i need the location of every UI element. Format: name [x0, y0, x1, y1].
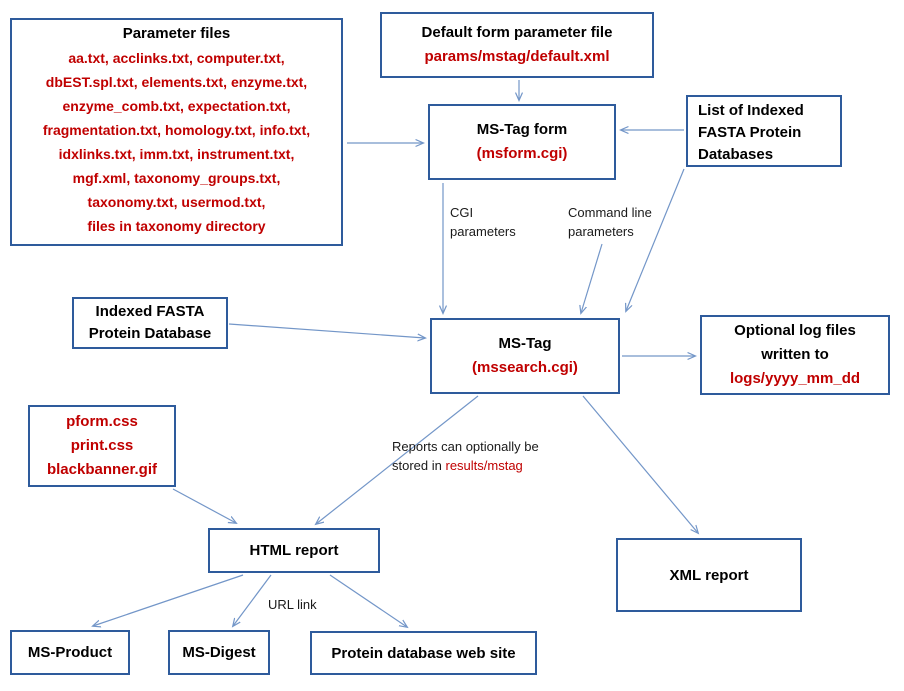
arrow-static-files-to-html-report	[172, 488, 236, 523]
static-file-line: blackbanner.gif	[46, 461, 158, 478]
fasta-list-line: List of Indexed	[698, 102, 804, 119]
reports-note-line2-black: stored in	[392, 458, 446, 473]
arrow-command-line-to-mstag	[581, 243, 603, 313]
default-form-parameter-node: Default form parameter file params/mstag…	[380, 12, 654, 78]
xml-report-title: XML report	[669, 566, 749, 584]
parameter-file-line: mgf.xml, taxonomy_groups.txt,	[72, 170, 281, 186]
reports-note-label: Reports can optionally be stored in resu…	[392, 437, 539, 475]
xml-report-node: XML report	[616, 538, 802, 612]
protein-db-site-node: Protein database web site	[310, 631, 537, 675]
log-files-line2: written to	[761, 346, 829, 363]
parameter-file-line: idxlinks.txt, imm.txt, instrument.txt,	[58, 146, 295, 162]
mstag-form-script: (msform.cgi)	[476, 145, 568, 162]
log-files-line1: Optional log files	[734, 322, 856, 339]
ms-product-node: MS-Product	[10, 630, 130, 675]
log-files-node: Optional log files written to logs/yyyy_…	[700, 315, 890, 395]
mstag-script: (mssearch.cgi)	[472, 359, 578, 376]
parameter-file-line: dbEST.spl.txt, elements.txt, enzyme.txt,	[45, 74, 308, 90]
protein-db-site-title: Protein database web site	[331, 644, 516, 662]
url-link-label: URL link	[268, 597, 317, 612]
default-form-title: Default form parameter file	[421, 24, 613, 41]
mstag-form-node: MS-Tag form (msform.cgi)	[428, 104, 616, 180]
cgi-parameters-line1: CGI	[450, 205, 474, 220]
command-line-line1: Command line	[568, 205, 652, 220]
command-line-line2: parameters	[568, 224, 634, 239]
arrow-html-report-to-ms-product	[93, 574, 244, 626]
parameter-files-node: Parameter files aa.txt, acclinks.txt, co…	[10, 18, 343, 246]
parameter-file-line: files in taxonomy directory	[87, 218, 266, 234]
html-report-title: HTML report	[249, 542, 339, 559]
fasta-list-line: FASTA Protein	[698, 124, 802, 141]
ms-digest-title: MS-Digest	[182, 644, 256, 661]
parameter-file-line: aa.txt, acclinks.txt, computer.txt,	[68, 50, 285, 66]
cgi-parameters-label: CGI parameters	[450, 203, 516, 241]
parameter-file-line: taxonomy.txt, usermod.txt,	[87, 194, 266, 210]
command-line-parameters-label: Command line parameters	[568, 203, 652, 241]
indexed-fasta-line: Protein Database	[88, 325, 212, 342]
parameter-file-line: fragmentation.txt, homology.txt, info.tx…	[42, 122, 311, 138]
arrow-html-report-to-ms-digest	[233, 574, 272, 626]
fasta-list-node: List of Indexed FASTA Protein Databases	[686, 95, 842, 167]
parameter-file-line: enzyme_comb.txt, expectation.txt,	[62, 98, 291, 114]
parameter-files-title: Parameter files	[122, 25, 231, 42]
fasta-list-line: Databases	[698, 146, 774, 163]
mstag-title: MS-Tag	[498, 335, 552, 352]
arrow-html-report-to-protein-db-site	[329, 574, 407, 627]
ms-product-title: MS-Product	[27, 644, 113, 661]
ms-digest-node: MS-Digest	[168, 630, 270, 675]
reports-note-line2-red: results/mstag	[445, 458, 523, 473]
reports-note-line1: Reports can optionally be	[392, 439, 539, 454]
arrow-indexed-fasta-to-mstag	[228, 323, 425, 338]
static-files-node: pform.css print.css blackbanner.gif	[28, 405, 176, 487]
default-form-path: params/mstag/default.xml	[424, 48, 610, 65]
arrow-mstag-to-xml-report	[582, 395, 698, 533]
indexed-fasta-line: Indexed FASTA	[95, 303, 205, 320]
mstag-node: MS-Tag (mssearch.cgi)	[430, 318, 620, 394]
reports-note-line2: stored in results/mstag	[392, 456, 539, 475]
static-file-line: print.css	[70, 437, 134, 454]
static-file-line: pform.css	[66, 413, 138, 430]
indexed-fasta-node: Indexed FASTA Protein Database	[72, 297, 228, 349]
cgi-parameters-line2: parameters	[450, 224, 516, 239]
html-report-node: HTML report	[208, 528, 380, 573]
log-files-path: logs/yyyy_mm_dd	[729, 370, 861, 387]
mstag-form-title: MS-Tag form	[476, 121, 568, 138]
